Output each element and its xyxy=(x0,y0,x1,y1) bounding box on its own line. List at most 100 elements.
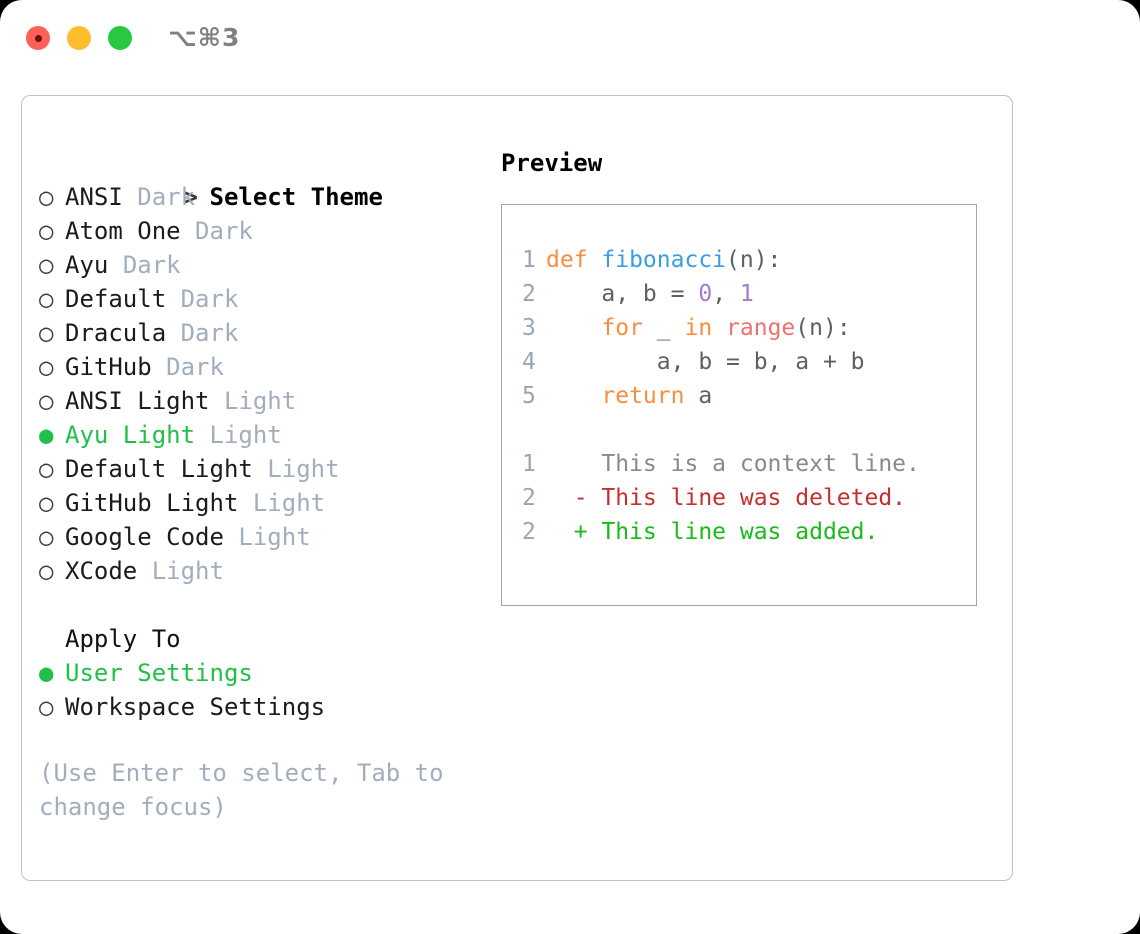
diff-sample: 1 This is a context line. 2 - This line w… xyxy=(522,447,976,549)
code-diff-separator xyxy=(522,413,976,447)
theme-variant-badge: Dark xyxy=(180,319,239,347)
diff-line: 2 - This line was deleted. xyxy=(522,481,976,515)
theme-variant-badge: Light xyxy=(238,523,311,551)
code-token: def xyxy=(546,247,602,273)
keyboard-hint-text: (Use Enter to select, Tab to change focu… xyxy=(39,759,444,821)
theme-list-item[interactable]: ○ XCode Light xyxy=(39,554,479,588)
apply-to-label: Workspace Settings xyxy=(65,693,326,721)
code-line: 5 return a xyxy=(522,379,976,413)
theme-name-label: Ayu xyxy=(65,251,109,279)
radio-unselected-icon[interactable]: ○ xyxy=(39,523,54,551)
code-token: return xyxy=(601,383,685,409)
theme-list-item[interactable]: ● Ayu Light Light xyxy=(39,418,479,452)
title-bar: ⌥⌘3 xyxy=(0,0,1140,78)
apply-to-item[interactable]: ○ Workspace Settings xyxy=(39,690,479,724)
content-panel: >Select Theme ○ANSI Dark○Atom One Dark○A… xyxy=(21,95,1013,881)
theme-list-item[interactable]: ○ Dracula Dark xyxy=(39,316,479,350)
radio-selected-icon[interactable]: ● xyxy=(39,421,54,449)
apply-to-heading: Apply To xyxy=(65,625,181,653)
code-token xyxy=(546,383,601,409)
radio-unselected-icon[interactable]: ○ xyxy=(39,251,54,279)
diff-text: This line was deleted. xyxy=(601,485,907,511)
code-token: 1 xyxy=(739,281,754,307)
radio-selected-icon[interactable]: ● xyxy=(39,659,54,687)
radio-unselected-icon[interactable]: ○ xyxy=(39,489,54,517)
radio-unselected-icon[interactable]: ○ xyxy=(39,387,54,415)
close-window-icon[interactable] xyxy=(26,26,50,50)
theme-list-item[interactable]: ○ GitHub Dark xyxy=(39,350,479,384)
theme-variant-badge: Dark xyxy=(166,353,224,381)
theme-name-label: Default Light xyxy=(65,455,253,483)
theme-list-item[interactable]: ○Google Code Light xyxy=(39,520,479,554)
minimize-window-icon[interactable] xyxy=(67,26,91,50)
radio-unselected-icon[interactable]: ○ xyxy=(39,455,54,483)
theme-list-item[interactable]: ○ANSI Dark xyxy=(39,180,479,214)
radio-unselected-icon[interactable]: ○ xyxy=(39,217,54,245)
code-line: 2 a, b = 0, 1 xyxy=(522,277,976,311)
theme-list-item[interactable]: ○ Ayu Dark xyxy=(39,248,479,282)
diff-line-number: 2 xyxy=(522,519,536,545)
diff-text: This is a context line. xyxy=(601,451,920,477)
code-line: 3 for _ in range(n): xyxy=(522,311,976,345)
theme-variant-badge: Dark xyxy=(122,251,181,279)
diff-line-number: 2 xyxy=(522,485,536,511)
radio-unselected-icon[interactable]: ○ xyxy=(39,285,54,313)
diff-line: 2 + This line was added. xyxy=(522,515,976,549)
theme-list-item[interactable]: ○ Atom One Dark xyxy=(39,214,479,248)
list-gap xyxy=(39,588,479,622)
radio-unselected-icon[interactable]: ○ xyxy=(39,183,54,211)
apply-to-item[interactable]: ● User Settings xyxy=(39,656,479,690)
radio-unselected-icon[interactable]: ○ xyxy=(39,693,54,721)
theme-name-label: Default xyxy=(65,285,167,313)
theme-list-item[interactable]: ○Default Dark xyxy=(39,282,479,316)
code-token: (n): xyxy=(726,247,782,273)
theme-variant-badge: Light xyxy=(267,455,340,483)
code-token: 0 xyxy=(698,281,713,307)
cursor-caret-icon: > xyxy=(183,183,198,211)
theme-variant-badge: Dark xyxy=(195,217,253,245)
theme-name-label: Dracula xyxy=(65,319,167,347)
radio-unselected-icon[interactable]: ○ xyxy=(39,353,54,381)
theme-name-label: XCode xyxy=(65,557,138,585)
theme-list-item[interactable]: ○ Default Light Light xyxy=(39,452,479,486)
theme-variant-badge: Light xyxy=(252,489,326,517)
theme-variant-badge: Light xyxy=(151,557,224,585)
code-token: range xyxy=(726,315,796,341)
theme-list-item[interactable]: ○ ANSI Light Light xyxy=(39,384,479,418)
maximize-window-icon[interactable] xyxy=(108,26,132,50)
theme-name-label: GitHub Light xyxy=(65,489,239,517)
diff-marker: + xyxy=(546,519,602,545)
apply-to-label: User Settings xyxy=(65,659,253,687)
code-token: in xyxy=(684,315,713,341)
code-line: 4 a, b = b, a + b xyxy=(522,345,976,379)
keyboard-shortcut-label: ⌥⌘3 xyxy=(168,23,241,52)
theme-variant-badge: Dark xyxy=(137,183,196,211)
traffic-lights xyxy=(26,26,132,50)
theme-variant-badge: Light xyxy=(209,421,282,449)
theme-list-item[interactable]: ○ GitHub Light Light xyxy=(39,486,479,520)
theme-name-label: Atom One xyxy=(65,217,181,245)
code-line-number: 5 xyxy=(522,383,536,409)
radio-unselected-icon[interactable]: ○ xyxy=(39,319,54,347)
radio-unselected-icon[interactable]: ○ xyxy=(39,557,54,585)
code-token xyxy=(712,315,726,341)
diff-text: This line was added. xyxy=(601,519,879,545)
code-token: (n): xyxy=(795,315,851,341)
diff-marker: - xyxy=(546,485,602,511)
theme-variant-badge: Light xyxy=(223,387,297,415)
code-token: a, b = b, a + b xyxy=(546,349,865,375)
theme-name-label: GitHub xyxy=(65,353,152,381)
theme-selector-column: >Select Theme ○ANSI Dark○Atom One Dark○A… xyxy=(39,146,479,824)
code-line-number: 2 xyxy=(522,281,536,307)
code-token: for xyxy=(601,315,643,341)
diff-line-number: 1 xyxy=(522,451,536,477)
preview-title: Preview xyxy=(501,149,603,177)
theme-name-label: Ayu Light xyxy=(65,421,196,449)
code-line-number: 1 xyxy=(522,247,536,273)
code-token xyxy=(546,315,601,341)
theme-name-label: ANSI Light xyxy=(65,387,210,415)
